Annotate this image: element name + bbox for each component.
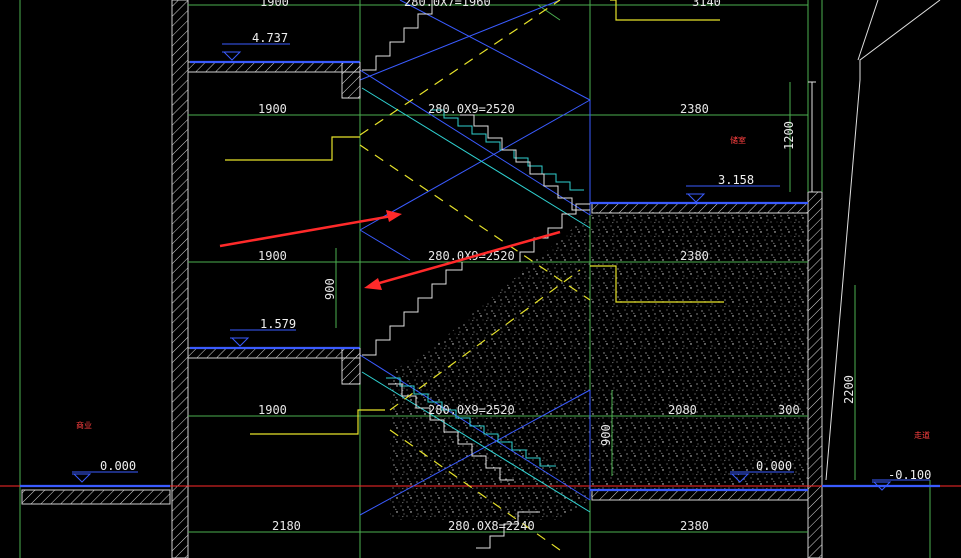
- dim-row3-left: 1900: [258, 403, 287, 417]
- level-minus-0100: -0.100: [888, 468, 931, 482]
- level-labels: 4.737 3.158 1.579 0.000 0.000 -0.100: [100, 31, 931, 482]
- dim-vert-900-upper: 900: [323, 278, 337, 300]
- dim-row1-right: 2380: [680, 102, 709, 116]
- dim-row4-left: 2180: [272, 519, 301, 533]
- dim-row3-mid: 280.0X9=2520: [428, 403, 515, 417]
- dimension-labels: 1900 280.0X7=1960 3140 1900 280.0X9=2520…: [258, 0, 856, 533]
- level-0000-right: 0.000: [756, 459, 792, 473]
- stair-flights: [361, 87, 591, 513]
- dim-row2-left: 1900: [258, 249, 287, 263]
- level-4737: 4.737: [252, 31, 288, 45]
- dim-row1-left: 1900: [258, 102, 287, 116]
- dim-vert-900-lower: 900: [599, 424, 613, 446]
- dim-top-mid: 280.0X7=1960: [404, 0, 491, 9]
- arrowhead-upper-icon: [386, 210, 402, 222]
- dim-vert-1200: 1200: [782, 121, 796, 150]
- room-corridor: 走道: [914, 430, 930, 440]
- level-3158: 3.158: [718, 173, 754, 187]
- level-markers: [72, 43, 930, 491]
- room-labels: 储室 商业 走道: [76, 135, 930, 440]
- level-1579: 1.579: [260, 317, 296, 331]
- red-arrow-upper: [219, 214, 393, 248]
- arrowhead-lower-icon: [364, 278, 382, 290]
- dim-vert-2200: 2200: [842, 375, 856, 404]
- dim-row4-mid: 280.0X8=2240: [448, 519, 535, 533]
- red-arrow-lower: [375, 230, 561, 286]
- dim-row3-end: 300: [778, 403, 800, 417]
- dim-row2-right: 2380: [680, 249, 709, 263]
- dim-row4-right: 2380: [680, 519, 709, 533]
- room-storage: 储室: [730, 135, 746, 145]
- dim-row1-mid: 280.0X9=2520: [428, 102, 515, 116]
- stair-outlines: [342, 0, 941, 549]
- dim-row3-right: 2080: [668, 403, 697, 417]
- dim-top-left: 1900: [260, 0, 289, 9]
- room-commercial: 商业: [76, 420, 92, 430]
- floor-slabs: [20, 0, 940, 516]
- annotation-arrows: [219, 210, 561, 290]
- level-0000-left: 0.000: [100, 459, 136, 473]
- dim-top-right: 3140: [692, 0, 721, 9]
- handrails: [225, 0, 724, 551]
